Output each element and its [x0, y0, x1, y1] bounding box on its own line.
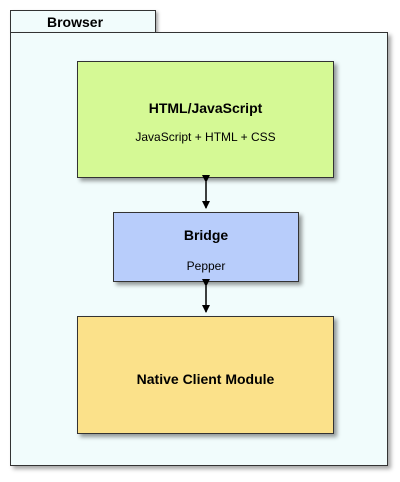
html-layer-subtitle: JavaScript + HTML + CSS — [135, 130, 276, 144]
browser-label: Browser — [47, 14, 104, 30]
native-layer-title: Native Client Module — [136, 371, 275, 387]
bridge-layer-title: Bridge — [183, 227, 229, 243]
html-layer-title: HTML/JavaScript — [148, 100, 263, 116]
native-client-module-layer: Native Client Module — [77, 316, 334, 434]
browser-tab-label: Browser — [10, 10, 156, 32]
bridge-layer-subtitle: Pepper — [186, 259, 226, 273]
